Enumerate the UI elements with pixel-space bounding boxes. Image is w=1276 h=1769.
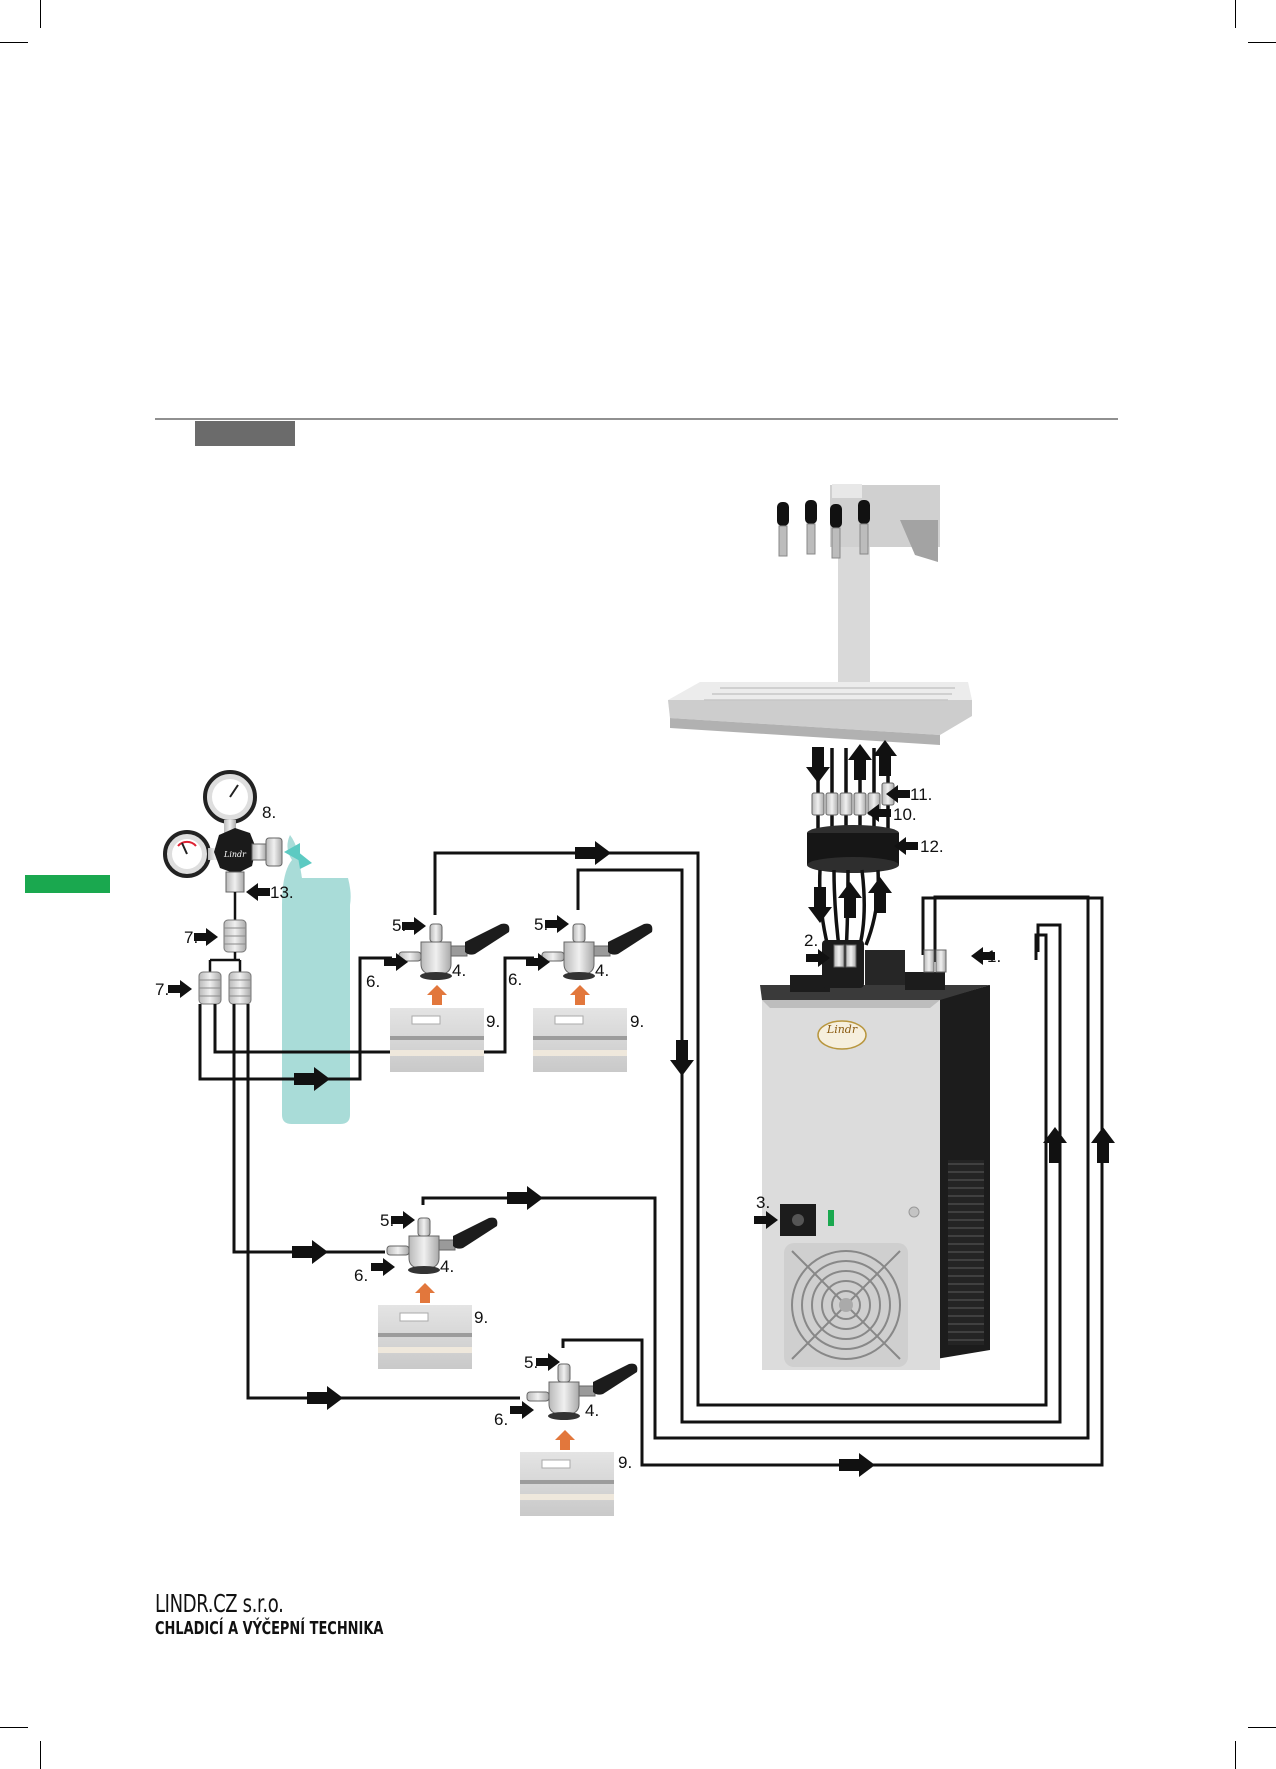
beer-cooler-icon: Lindr <box>760 940 990 1370</box>
label-3: 3. <box>756 1193 770 1212</box>
label-6: 6. <box>366 972 380 991</box>
keg-station-1 <box>390 924 509 1072</box>
pressure-regulator-icon: Lindr <box>165 772 282 892</box>
label-6d: 6. <box>494 1410 508 1429</box>
label-4b: 4. <box>595 961 609 980</box>
cooler-logo: Lindr <box>826 1023 858 1036</box>
label-9b: 9. <box>630 1012 644 1031</box>
keg-station-2 <box>533 924 652 1072</box>
label-5d: 5. <box>524 1353 538 1372</box>
label-13: 13. <box>270 883 294 902</box>
label-4: 4. <box>452 961 466 980</box>
keg-station-3 <box>378 1218 497 1369</box>
label-10: 10. <box>893 805 917 824</box>
company-tagline: CHLADICÍ A VÝČEPNÍ TECHNIKA <box>155 1618 383 1640</box>
label-2: 2. <box>804 931 818 950</box>
label-7: 7. <box>184 928 198 947</box>
label-5: 5. <box>392 916 406 935</box>
label-12: 12. <box>920 837 944 856</box>
gas-distributor-icon <box>199 892 251 1004</box>
label-5b: 5. <box>534 915 548 934</box>
label-8: 8. <box>262 803 276 822</box>
beer-tower-icon <box>777 484 940 695</box>
label-4d: 4. <box>585 1401 599 1420</box>
keg-station-4 <box>520 1364 637 1516</box>
company-branding: LINDR.CZ s.r.o. CHLADICÍ A VÝČEPNÍ TECHN… <box>155 1590 472 1640</box>
company-name: LINDR.CZ s.r.o. <box>155 1590 383 1618</box>
label-1: 1. <box>987 947 1001 966</box>
label-4c: 4. <box>440 1257 454 1276</box>
label-9c: 9. <box>474 1308 488 1327</box>
svg-text:Lindr: Lindr <box>223 850 247 859</box>
label-9: 9. <box>486 1012 500 1031</box>
label-6c: 6. <box>354 1266 368 1285</box>
label-6b: 6. <box>508 970 522 989</box>
label-11: 11. <box>910 785 932 804</box>
python-insulation-icon <box>807 825 899 873</box>
section-tab <box>25 875 110 893</box>
label-9d: 9. <box>618 1453 632 1472</box>
label-5c: 5. <box>380 1211 394 1230</box>
label-7b: 7. <box>155 980 169 999</box>
drip-tray-icon <box>668 682 972 745</box>
header-bar <box>195 421 295 446</box>
